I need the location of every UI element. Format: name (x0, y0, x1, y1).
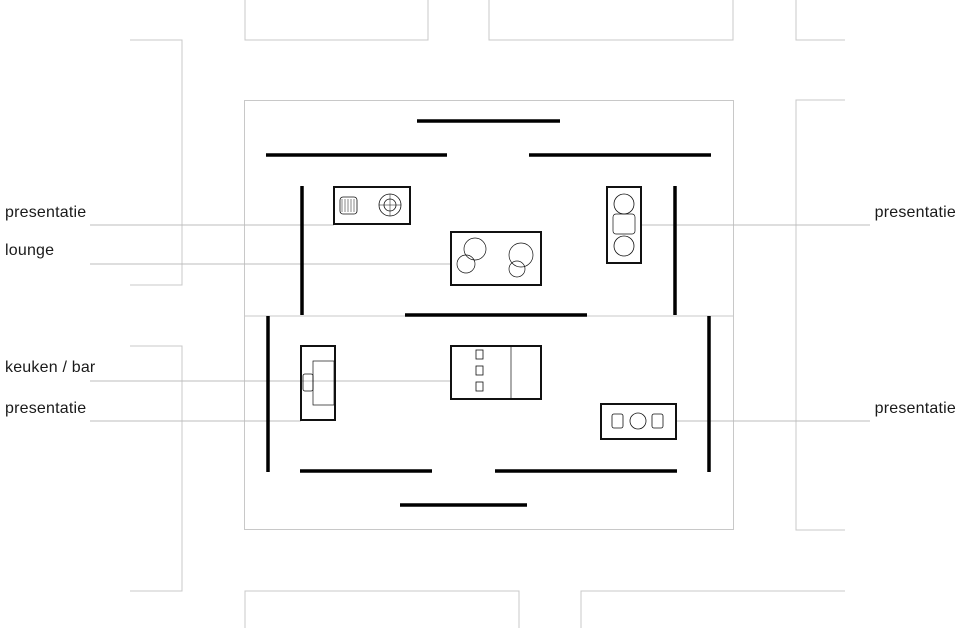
presentation-table-bottom-left (300, 345, 336, 421)
lounge-table (450, 231, 542, 286)
left-upper-building (130, 39, 183, 286)
label-presentatie-bottom-left: presentatie (5, 400, 87, 417)
label-lounge: lounge (5, 242, 55, 259)
kitchen-bar-counter (450, 345, 542, 400)
furniture (300, 186, 677, 440)
pavilion-outline (244, 100, 734, 530)
presentation-table-bottom-right (600, 403, 677, 440)
bottom-left-building (244, 590, 520, 628)
label-keuken-bar: keuken / bar (5, 359, 96, 376)
left-lower-building (130, 345, 183, 592)
right-building (795, 99, 845, 531)
top-right-building (795, 0, 845, 41)
walls (266, 119, 711, 507)
label-presentatie-top-left: presentatie (5, 204, 87, 221)
top-left-building (244, 0, 429, 41)
presentation-table-top-left (333, 186, 411, 225)
leader-lines (90, 224, 870, 422)
label-presentatie-bottom-right: presentatie (874, 400, 956, 417)
presentation-table-top-right (606, 186, 642, 264)
bottom-right-building (580, 590, 845, 628)
top-center-building (488, 0, 734, 41)
label-presentatie-top-right: presentatie (874, 204, 956, 221)
